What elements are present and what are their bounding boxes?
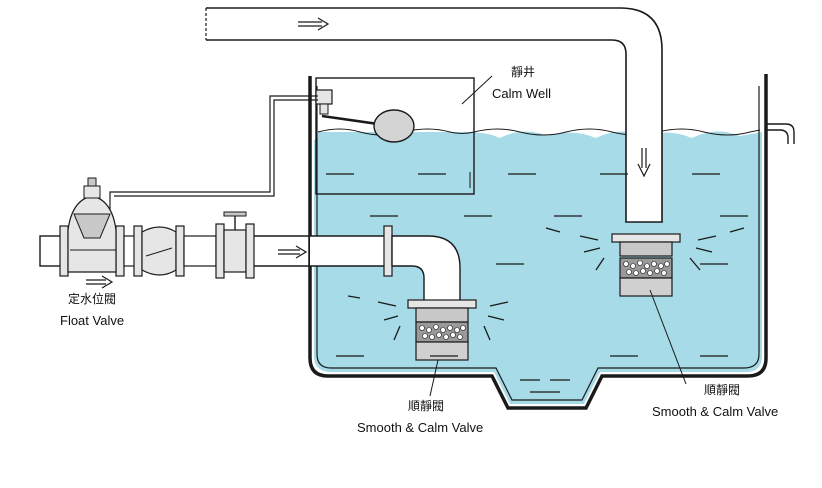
leader-valve-right xyxy=(649,289,687,385)
smooth-valve-left-label-en: Smooth & Calm Valve xyxy=(357,420,484,435)
pilot-valve xyxy=(315,89,333,105)
calm-well-label-cn: 靜井 xyxy=(511,65,536,79)
float-valve-label-en: Float Valve xyxy=(60,313,125,328)
smooth-calm-valve-left xyxy=(407,299,477,361)
smooth-valve-right-label-cn: 順靜閥 xyxy=(704,383,741,397)
overflow-pipe xyxy=(766,123,795,144)
top-inlet-pipe xyxy=(206,7,663,223)
tank-wall-inner xyxy=(316,86,760,401)
flow-arrow-icon xyxy=(637,148,651,178)
flow-arrow-icon xyxy=(86,275,114,289)
flow-streaks-right xyxy=(545,227,745,271)
smooth-valve-right-label-en: Smooth & Calm Valve xyxy=(652,404,779,419)
smooth-valve-left-label-cn: 順靜閥 xyxy=(408,399,445,413)
control-line xyxy=(109,95,318,214)
float-ball-icon xyxy=(373,109,415,143)
float-valve xyxy=(59,177,125,277)
leader-valve-left xyxy=(429,359,439,397)
inlet-pipe xyxy=(254,235,310,267)
smooth-calm-valve-right xyxy=(611,233,681,297)
tank-wall xyxy=(308,74,768,410)
leader-calm-well xyxy=(461,75,493,105)
float-valve-label-cn: 定水位閥 xyxy=(68,292,117,306)
water-dashes xyxy=(326,173,748,393)
gate-valve-icon xyxy=(215,211,255,279)
flow-arrow-icon xyxy=(278,245,308,259)
check-valve xyxy=(133,225,185,277)
flow-arrow-icon xyxy=(298,17,330,31)
calm-well-box xyxy=(315,77,475,195)
flow-streaks-left xyxy=(347,295,509,341)
calm-well-label-en: Calm Well xyxy=(492,86,551,101)
water-surface xyxy=(473,128,761,136)
